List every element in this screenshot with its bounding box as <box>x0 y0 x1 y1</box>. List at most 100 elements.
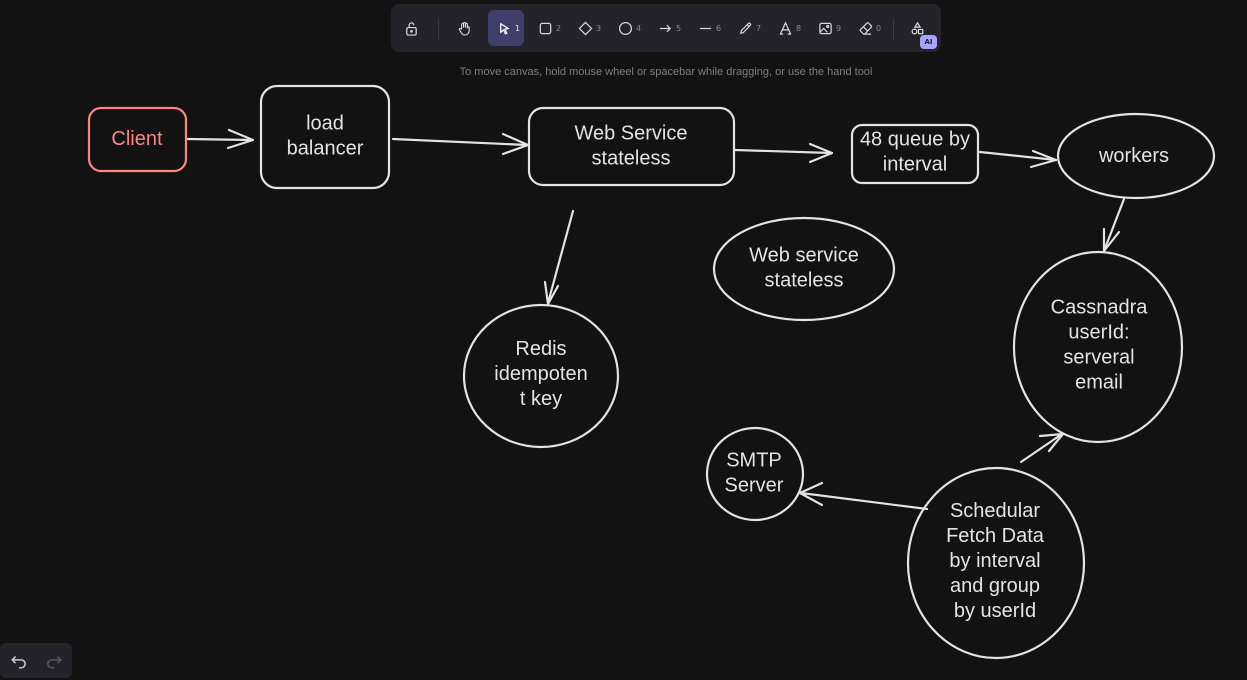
canvas-hint: To move canvas, hold mouse wheel or spac… <box>459 66 873 78</box>
node-ellipse <box>705 426 805 522</box>
node-label-line: serveral <box>1063 347 1134 369</box>
arrow-head <box>1102 227 1121 253</box>
node-label-line: Web service <box>749 245 859 267</box>
arrow-shaft <box>799 491 929 511</box>
arrow-right-icon <box>659 24 672 33</box>
node-ellipse <box>1056 112 1216 200</box>
tool-rectangle[interactable]: 2 <box>529 10 565 46</box>
node-label-line: t key <box>520 388 562 410</box>
node-label-line: workers <box>1098 145 1169 167</box>
arrow-shaft <box>978 150 1058 162</box>
node-load-balancer[interactable]: load balancer <box>259 84 391 190</box>
node-label-line: balancer <box>287 138 364 160</box>
node-ellipse <box>712 216 896 322</box>
arrow-shaft <box>1019 432 1064 464</box>
node-workers[interactable]: workers <box>1056 112 1216 200</box>
toolbar-separator <box>438 19 439 41</box>
node-label-line: idempoten <box>494 363 587 385</box>
arrow-shaft <box>546 209 575 305</box>
node-label-line: Web Service <box>574 123 687 145</box>
diamond-icon <box>578 21 593 36</box>
arrow-workers-to-cassandra[interactable] <box>1102 197 1126 253</box>
node-redis[interactable]: Redis idempoten t key <box>462 303 620 449</box>
tool-lock[interactable] <box>395 10 431 46</box>
node-label-line: Server <box>725 475 784 497</box>
hand-icon <box>458 21 470 36</box>
tool-arrow[interactable]: 5 <box>649 10 685 46</box>
tool-image[interactable]: 9 <box>809 10 845 46</box>
arrow-web_service-to-queue[interactable] <box>733 142 834 164</box>
node-cassandra[interactable]: Cassnadra userId: serveral email <box>1012 250 1184 444</box>
node-label-line: 48 queue by <box>860 129 970 151</box>
rectangle-icon <box>539 22 552 35</box>
eraser-shortcut: 0 <box>876 24 882 33</box>
tool-line[interactable]: 6 <box>689 10 725 46</box>
node-label-line: Redis <box>515 338 566 360</box>
rectangle-shortcut: 2 <box>556 24 562 33</box>
redo-icon[interactable] <box>45 652 63 670</box>
line-shortcut: 6 <box>716 24 722 33</box>
tool-diamond[interactable]: 3 <box>569 10 605 46</box>
arrow-load_balancer-to-web_service[interactable] <box>391 132 530 156</box>
selection-shortcut: 1 <box>515 24 521 33</box>
undo-icon[interactable] <box>10 652 28 670</box>
ai-badge[interactable]: AI <box>920 35 937 49</box>
node-ellipse <box>906 466 1086 660</box>
unlock-icon <box>406 22 417 36</box>
arrow-scheduler-to-smtp[interactable] <box>798 481 929 511</box>
arrow-web_service-to-redis[interactable] <box>543 209 575 306</box>
image-shortcut: 9 <box>836 24 842 33</box>
arrow-shaft <box>733 148 834 155</box>
arrow-shaft <box>185 137 254 142</box>
tool-selection[interactable]: 1 <box>488 10 524 46</box>
arrow-scheduler-to-cassandra[interactable] <box>1019 432 1065 464</box>
tool-hand[interactable] <box>448 10 484 46</box>
main-toolbar: 1 2 3 4 5 <box>391 4 941 52</box>
arrows-layer <box>185 128 1126 511</box>
text-icon <box>779 21 792 35</box>
arrow-queue-to-workers[interactable] <box>978 149 1058 169</box>
tool-library[interactable] <box>901 10 937 46</box>
arrow-shaft <box>1102 197 1126 253</box>
text-shortcut: 8 <box>796 24 802 33</box>
node-label-line: email <box>1075 372 1123 394</box>
node-rectangle <box>259 84 391 190</box>
node-label-line: Fetch Data <box>946 525 1045 547</box>
node-label-line: load <box>306 113 344 135</box>
tool-eraser[interactable]: 0 <box>849 10 885 46</box>
node-label-line: Cassnadra <box>1051 297 1149 319</box>
node-label-line: by userId <box>954 600 1036 622</box>
undo-redo-panel <box>0 643 72 678</box>
tool-text[interactable]: 8 <box>769 10 805 46</box>
node-label-line: SMTP <box>726 450 782 472</box>
pointer-icon <box>500 22 510 35</box>
node-rectangle <box>87 106 188 173</box>
node-ellipse <box>1012 250 1184 444</box>
arrow-head <box>543 280 560 306</box>
arrow-shortcut: 5 <box>676 24 682 33</box>
arrow-head <box>808 142 834 164</box>
node-label-line: Client <box>111 128 163 150</box>
node-label-line: Schedular <box>950 500 1040 522</box>
tool-draw[interactable]: 7 <box>729 10 765 46</box>
ellipse-shortcut: 4 <box>636 24 642 33</box>
arrow-head <box>226 128 255 150</box>
tool-ellipse[interactable]: 4 <box>609 10 645 46</box>
node-ellipse <box>462 303 620 449</box>
node-label-line: userId: <box>1068 322 1129 344</box>
node-smtp[interactable]: SMTP Server <box>705 426 805 522</box>
pencil-icon <box>740 22 752 34</box>
arrow-shaft <box>391 137 529 147</box>
node-client[interactable]: Client <box>87 106 188 173</box>
node-rectangle <box>850 123 980 185</box>
diamond-shortcut: 3 <box>596 24 602 33</box>
toolbar-separator <box>893 19 894 41</box>
arrow-client-to-load_balancer[interactable] <box>185 128 255 150</box>
